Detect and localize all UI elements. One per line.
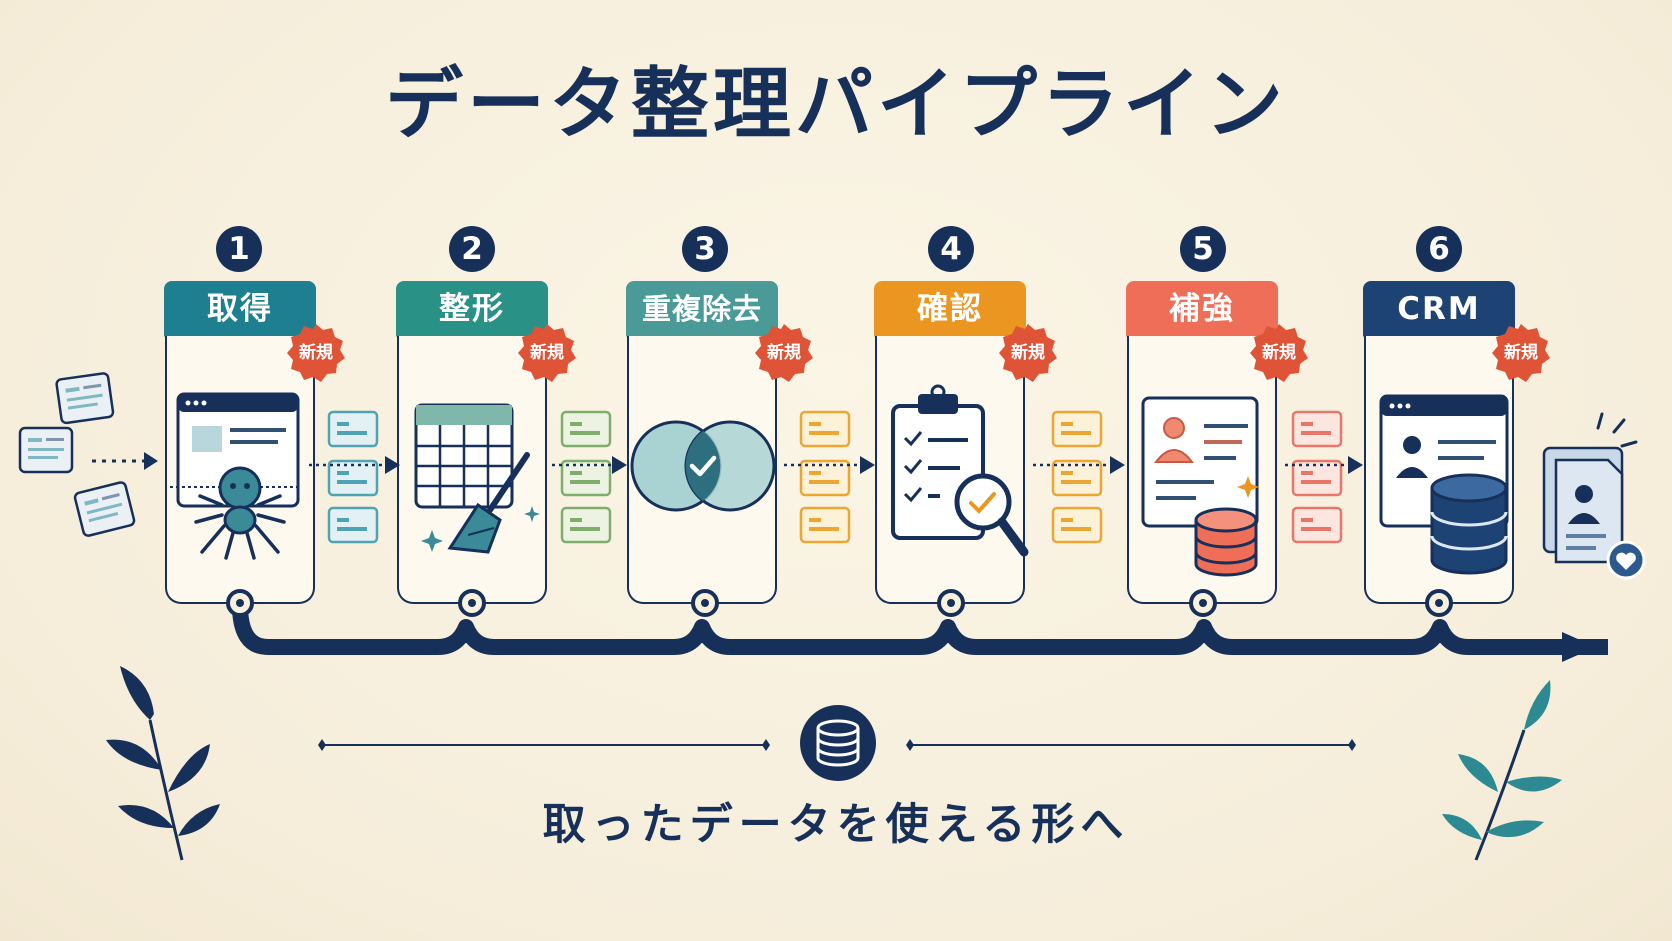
leaf-left-icon [106,666,220,861]
step-3-label: 重複除去 [626,281,778,337]
step-1-label: 取得 [164,281,316,337]
input-documents-icon [18,372,158,537]
data-chunks-3-4 [784,410,875,544]
leaf-right-icon [1442,680,1562,861]
table-broom-icon [414,403,540,554]
badge-burst-icon [287,324,345,382]
step-5-new-badge: 新規 [1248,322,1310,384]
divider-line [318,739,1356,751]
step-6-badge-text: 新規 [1504,343,1538,363]
step-5-badge-text: 新規 [1262,343,1296,363]
database-icon [800,705,876,781]
step-6-new-badge: 新規 [1490,322,1552,384]
step-3-number: 3 [682,226,728,272]
clipboard-magnifier-icon [891,384,1029,557]
badge-burst-icon [1250,324,1308,382]
step-2-badge-text: 新規 [530,343,564,363]
venn-check-icon [630,420,776,512]
crm-database-icon [1379,394,1509,575]
badge-burst-icon [755,324,813,382]
data-chunks-4-5 [1033,410,1125,544]
page-title: データ整理パイプライン [384,60,1287,150]
step-6-label: CRM [1363,281,1515,337]
step-4-label: 確認 [874,281,1026,337]
badge-burst-icon [518,324,576,382]
step-6-number: 6 [1416,226,1462,272]
subtitle: 取ったデータを使える形へ [542,800,1130,850]
pipeline-arrow [226,589,1608,662]
step-3-badge-text: 新規 [767,343,801,363]
step-5-label: 補強 [1126,281,1278,337]
data-chunks-2-3 [552,410,627,544]
step-1-badge-text: 新規 [299,343,333,363]
web-spider-icon [170,392,300,560]
badge-burst-icon [1492,324,1550,382]
step-2-new-badge: 新規 [516,322,578,384]
step-1-new-badge: 新規 [285,322,347,384]
data-chunks-1-2 [309,410,400,544]
step-2-label: 整形 [396,281,548,337]
step-5-number: 5 [1180,226,1226,272]
data-chunks-5-6 [1285,410,1363,544]
profile-database-icon [1141,396,1259,577]
step-1-number: 1 [216,226,262,272]
step-4-new-badge: 新規 [997,322,1059,384]
badge-burst-icon [999,324,1057,382]
output-profile-heart-icon [1542,412,1646,580]
step-4-number: 4 [928,226,974,272]
step-4-badge-text: 新規 [1011,343,1045,363]
step-2-number: 2 [449,226,495,272]
step-3-new-badge: 新規 [753,322,815,384]
